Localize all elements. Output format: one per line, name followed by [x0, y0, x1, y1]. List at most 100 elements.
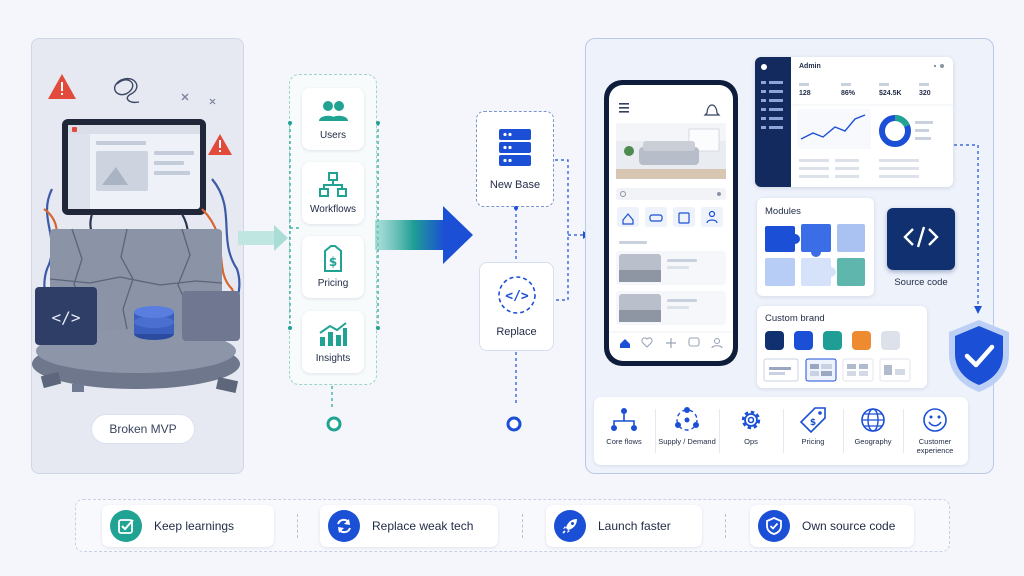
feature-pricing[interactable]: $ Pricing [302, 236, 364, 298]
nav-heart-icon [641, 337, 653, 348]
benefit-label: Launch faster [598, 519, 671, 533]
puzzle-icon [765, 224, 865, 286]
workflow-icon [318, 171, 348, 199]
capability-label: Geography [854, 437, 892, 446]
admin-stat-4: 320 [919, 90, 931, 97]
feature-insights[interactable]: Insights [302, 311, 364, 373]
home-icon [622, 213, 634, 225]
scribble-icon [114, 77, 140, 104]
checkbox-icon [110, 510, 142, 542]
brand-color-swatch[interactable] [765, 331, 784, 350]
nav-profile-icon [713, 337, 721, 345]
main-arrow [375, 206, 473, 264]
code-icon: </> [497, 275, 537, 318]
shield-check-icon [949, 320, 1009, 392]
mobile-app-mockup [604, 80, 738, 366]
supply-demand-icon [673, 406, 701, 434]
capability-customer-experience[interactable]: Customer experience [904, 397, 966, 465]
rocket-icon [554, 510, 586, 542]
price-tag-icon: $ [799, 406, 827, 434]
brand-color-swatch[interactable] [852, 331, 871, 350]
svg-text:$: $ [329, 255, 337, 269]
benefit-launch-faster[interactable]: Launch faster [546, 505, 702, 547]
database-icon [134, 306, 174, 340]
benefit-label: Replace weak tech [372, 519, 474, 533]
smiley-icon [921, 406, 949, 434]
capabilities-row: Core flows Supply / Demand Ops $ Pricing… [594, 397, 968, 465]
server-icon [498, 128, 532, 171]
source-code-card[interactable] [887, 208, 955, 270]
admin-dashboard: Admin 128 86% $24.5K 320 [755, 57, 953, 187]
base-connectors [514, 159, 589, 405]
chart-icon [318, 320, 348, 348]
modules-card: Modules [757, 198, 874, 296]
phone-screen-content [609, 103, 733, 349]
feature-users[interactable]: Users [302, 88, 364, 150]
user-icon [708, 210, 716, 218]
benefit-keep-learnings[interactable]: Keep learnings [102, 505, 274, 547]
custom-brand-title: Custom brand [765, 313, 825, 324]
modules-title: Modules [765, 206, 801, 217]
brand-color-swatch[interactable] [881, 331, 900, 350]
globe-icon [859, 406, 887, 434]
svg-text:</>: </> [52, 308, 81, 327]
benefit-label: Keep learnings [154, 519, 235, 533]
progress-track [326, 416, 522, 432]
replace-card[interactable]: </> Replace [479, 262, 554, 351]
admin-sidebar [755, 57, 791, 187]
nav-chat-icon [688, 337, 700, 347]
new-base-label: New Base [489, 178, 541, 191]
capability-label: Ops [744, 437, 758, 446]
benefit-label: Own source code [802, 519, 896, 533]
admin-stat-2: 86% [841, 90, 856, 97]
svg-text:$: $ [810, 418, 816, 428]
broken-mvp-illustration: </> [32, 74, 241, 393]
admin-widgets [791, 64, 953, 178]
feature-label: Users [319, 130, 347, 141]
shield-check-icon [758, 510, 790, 542]
capability-label: Core flows [606, 437, 642, 446]
feature-workflows[interactable]: Workflows [302, 162, 364, 224]
capability-supply-demand[interactable]: Supply / Demand [656, 397, 718, 465]
svg-text:</>: </> [505, 289, 529, 304]
admin-stat-1: 128 [799, 90, 811, 97]
core-flows-icon [610, 406, 638, 434]
calendar-icon [678, 212, 690, 224]
broken-mvp-panel: </> [31, 38, 244, 474]
brand-color-swatch[interactable] [794, 331, 813, 350]
benefit-own-source-code[interactable]: Own source code [750, 505, 914, 547]
soft-arrow-1 [238, 225, 288, 251]
feature-label: Insights [315, 353, 351, 364]
brand-color-swatch[interactable] [823, 331, 842, 350]
capability-core-flows[interactable]: Core flows [594, 397, 654, 465]
search-icon [620, 191, 626, 197]
broken-mvp-label: Broken MVP [91, 414, 195, 444]
feature-label: Pricing [317, 278, 349, 289]
benefit-replace-weak-tech[interactable]: Replace weak tech [320, 505, 498, 547]
bell-icon [703, 104, 721, 116]
source-code-label: Source code [894, 277, 948, 288]
capability-label: Pricing [801, 437, 825, 446]
code-block [35, 287, 97, 345]
admin-stat-3: $24.5K [879, 90, 902, 97]
nav-add-icon [666, 338, 676, 348]
shield-connector [954, 144, 982, 314]
layout-options [763, 358, 911, 382]
code-icon [901, 225, 941, 254]
users-icon [318, 97, 348, 125]
menu-icon [619, 103, 629, 113]
gear-icon [737, 406, 765, 434]
capability-label: Customer experience [916, 437, 954, 455]
nav-home-icon [620, 339, 630, 348]
line-chart [800, 114, 866, 140]
price-tag-icon: $ [318, 245, 348, 273]
custom-brand-card: Custom brand [757, 306, 927, 388]
admin-title: Admin [799, 63, 821, 70]
refresh-icon [328, 510, 360, 542]
capability-label: Supply / Demand [658, 437, 716, 446]
capability-pricing[interactable]: $ Pricing [784, 397, 842, 465]
capability-ops[interactable]: Ops [720, 397, 782, 465]
feature-label: Workflows [310, 204, 356, 215]
new-base-card[interactable]: New Base [476, 111, 554, 207]
capability-geography[interactable]: Geography [844, 397, 902, 465]
